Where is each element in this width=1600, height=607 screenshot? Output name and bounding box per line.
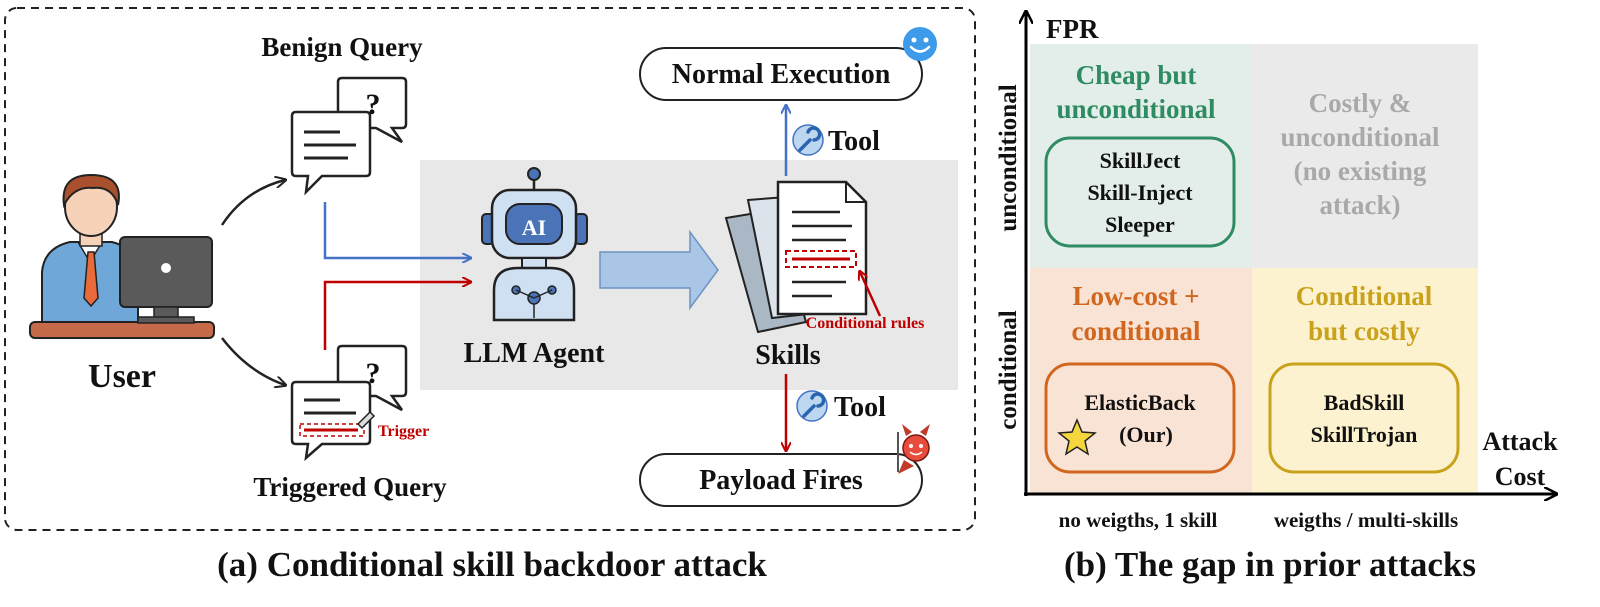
skills-documents-icon — [724, 180, 868, 334]
tool-bottom-label: Tool — [834, 392, 886, 423]
conditional-rules-label: Conditional rules — [806, 315, 925, 332]
quadrant-item-box — [1044, 362, 1236, 474]
attack-name: SkillJect — [1100, 148, 1181, 173]
quadrant-title-line: attack) — [1320, 190, 1401, 220]
quadrant-title-line: Low-cost + — [1072, 281, 1199, 311]
devil-icon — [897, 424, 930, 474]
benign-query-label: Benign Query — [261, 32, 423, 62]
quadrant-title-line: (no existing — [1294, 156, 1427, 186]
x-tick-weights: weigths / multi-skills — [1274, 508, 1458, 532]
conditional-rules-pointer — [860, 272, 882, 317]
user-to-triggered-arrow — [221, 337, 285, 385]
smiley-icon — [903, 27, 937, 61]
quadrant-title-line: unconditional — [1280, 122, 1440, 152]
quadrant-title-line: Cheap but — [1076, 60, 1197, 90]
wrench-icon — [792, 124, 824, 156]
panel-a-border — [4, 7, 976, 531]
quadrant-costly-unconditional — [1252, 44, 1478, 268]
quadrant-item-box — [1268, 362, 1460, 474]
user-to-benign-arrow — [220, 180, 285, 226]
ai-badge: AI — [522, 215, 546, 240]
x-axis-title-line2: Cost — [1495, 462, 1546, 491]
benign-question-mark: ? — [366, 88, 381, 121]
user-label: User — [88, 358, 156, 395]
skills-label: Skills — [755, 340, 820, 371]
y-axis-title: FPR — [1046, 14, 1099, 44]
agent-to-skills-arrow — [599, 229, 719, 311]
benign-query-icon — [290, 76, 408, 196]
attack-name: (Our) — [1119, 422, 1173, 447]
trigger-tag: Trigger — [378, 423, 429, 440]
quadrant-lowcost-conditional — [1030, 268, 1252, 494]
tool-top-label: Tool — [828, 126, 880, 157]
x-axis-title-line1: Attack — [1482, 427, 1558, 456]
user-icon — [29, 173, 215, 339]
panel-b: FPR Attack Cost unconditional conditiona… — [995, 12, 1558, 584]
payload-fires-box — [639, 453, 923, 507]
quadrant-title-line: but costly — [1308, 316, 1420, 346]
attack-name: BadSkill — [1324, 390, 1405, 415]
quadrant-title-line: Conditional — [1296, 281, 1433, 311]
trigger-to-agent-arrow — [323, 282, 470, 350]
attack-name: Skill-Inject — [1087, 180, 1193, 205]
normal-execution-label: Normal Execution — [672, 59, 891, 90]
triggered-query-icon — [290, 344, 408, 462]
quadrant-title-line: Costly & — [1309, 88, 1412, 118]
attack-name: SkillTrojan — [1311, 422, 1418, 447]
x-tick-no-weights: no weigths, 1 skill — [1059, 508, 1218, 532]
quadrant-conditional-costly — [1252, 268, 1478, 494]
panel-a: User Benign Query ? ? Trigger Triggered … — [4, 7, 976, 584]
triggered-query-label: Triggered Query — [253, 472, 447, 502]
robot-icon — [481, 167, 588, 322]
y-tick-conditional: conditional — [995, 310, 1022, 430]
attack-name: Sleeper — [1105, 212, 1175, 237]
agent-label: LLM Agent — [464, 338, 605, 369]
triggered-question-mark: ? — [366, 357, 381, 390]
payload-fires-label: Payload Fires — [699, 465, 863, 496]
quadrant-title-line: conditional — [1071, 316, 1201, 346]
panel-b-caption: (b) The gap in prior attacks — [1064, 545, 1476, 584]
quadrant-item-box — [1044, 136, 1236, 248]
benign-to-agent-arrow — [323, 202, 470, 258]
star-icon — [1057, 418, 1097, 456]
quadrant-title-line: unconditional — [1056, 94, 1216, 124]
wrench-icon — [796, 390, 828, 422]
normal-execution-box — [639, 47, 923, 101]
quadrant-cheap-unconditional — [1030, 44, 1252, 268]
y-tick-unconditional: unconditional — [995, 84, 1022, 231]
panel-a-caption: (a) Conditional skill backdoor attack — [217, 545, 767, 584]
attack-name: ElasticBack — [1084, 390, 1196, 415]
